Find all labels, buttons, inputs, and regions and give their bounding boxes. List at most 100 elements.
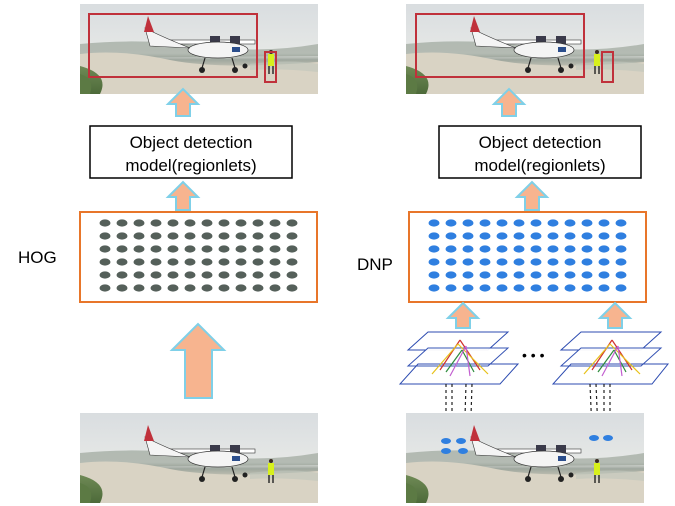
dnp-feature-dot: [530, 271, 542, 279]
dnp-feature-dot: [479, 258, 491, 266]
dnp-feature-dot: [445, 258, 457, 266]
dnp-feature-dot: [445, 232, 457, 240]
hog-feature-dot: [116, 219, 128, 227]
hog-feature-dot: [286, 245, 298, 253]
dnp-feature-dot: [564, 219, 576, 227]
dnp-feature-dot: [462, 232, 474, 240]
hog-feature-box: [79, 211, 318, 303]
hog-feature-dot: [167, 219, 179, 227]
right-input-image: [405, 412, 645, 504]
hog-feature-dot: [286, 219, 298, 227]
dnp-feature-dot: [445, 284, 457, 292]
hog-feature-dot: [269, 245, 281, 253]
hog-feature-dot: [133, 245, 145, 253]
hog-feature-dot: [252, 284, 264, 292]
dnp-feature-dots: [428, 219, 627, 292]
dnp-feature-dot: [462, 245, 474, 253]
hog-feature-dot: [116, 284, 128, 292]
hog-feature-dot: [201, 232, 213, 240]
right-arrow-to-output: [491, 87, 527, 117]
dnp-feature-dot: [598, 284, 610, 292]
hog-feature-dot: [150, 271, 162, 279]
hog-feature-dot: [150, 219, 162, 227]
hog-feature-dot: [218, 271, 230, 279]
dnp-feature-dot: [581, 271, 593, 279]
dnp-feature-dot: [530, 245, 542, 253]
dnp-feature-dot: [445, 271, 457, 279]
hog-feature-dot: [116, 232, 128, 240]
dnp-feature-dot: [598, 271, 610, 279]
hog-feature-dot: [252, 271, 264, 279]
left-arrow-to-model: [165, 180, 201, 211]
dnp-feature-dot: [496, 245, 508, 253]
left-output-image: [79, 3, 319, 95]
hog-feature-dot: [218, 258, 230, 266]
dnp-feature-dot: [615, 258, 627, 266]
dnp-feature-dot: [479, 219, 491, 227]
hog-feature-dot: [184, 258, 196, 266]
dnp-feature-dot: [513, 258, 525, 266]
dnp-feature-dot: [513, 232, 525, 240]
right-person-detection-box: [601, 51, 614, 83]
hog-feature-dot: [133, 284, 145, 292]
dnp-feature-dot: [479, 232, 491, 240]
left-model-box: Object detection model(regionlets): [89, 125, 293, 179]
hog-feature-dot: [269, 271, 281, 279]
dnp-feature-dot: [564, 232, 576, 240]
dnp-feature-dot: [564, 284, 576, 292]
dnp-label: DNP: [357, 255, 393, 274]
dnp-feature-dot: [615, 245, 627, 253]
hog-feature-dot: [133, 219, 145, 227]
input-region-blobs: [441, 435, 613, 454]
dnp-feature-dot: [462, 271, 474, 279]
dnp-feature-dot: [479, 245, 491, 253]
dnp-feature-dot: [513, 219, 525, 227]
hog-feature-dot: [150, 258, 162, 266]
dnp-feature-dot: [479, 284, 491, 292]
dnp-feature-dot: [496, 232, 508, 240]
dnp-feature-dot: [564, 258, 576, 266]
dnp-feature-dot: [496, 219, 508, 227]
right-arrow-pyramid-1: [445, 301, 481, 329]
dnp-feature-dot: [428, 245, 440, 253]
right-plane-detection-box: [415, 13, 585, 78]
dnp-feature-dot: [462, 258, 474, 266]
dnp-feature-dot: [445, 245, 457, 253]
hog-feature-dot: [116, 271, 128, 279]
hog-feature-dot: [184, 232, 196, 240]
dnp-feature-dot: [530, 232, 542, 240]
hog-feature-dot: [184, 245, 196, 253]
dnp-feature-dot: [479, 271, 491, 279]
dnp-layer-pyramid-1: [398, 331, 520, 449]
hog-feature-dot: [286, 232, 298, 240]
dnp-feature-dot: [581, 219, 593, 227]
dnp-feature-dot: [428, 284, 440, 292]
hog-feature-dot: [252, 258, 264, 266]
hog-feature-dot: [218, 245, 230, 253]
hog-feature-dot: [150, 245, 162, 253]
right-model-line2: model(regionlets): [474, 156, 605, 175]
left-model-line1: Object detection: [130, 133, 253, 152]
hog-label: HOG: [18, 248, 57, 267]
hog-feature-dot: [184, 219, 196, 227]
dnp-feature-dot: [615, 271, 627, 279]
dnp-feature-dot: [530, 219, 542, 227]
hog-feature-dot: [252, 245, 264, 253]
dnp-feature-dot: [615, 232, 627, 240]
dnp-feature-dot: [462, 284, 474, 292]
hog-feature-dot: [235, 245, 247, 253]
left-person-detection-box: [264, 51, 277, 83]
dnp-feature-dot: [445, 219, 457, 227]
dnp-feature-dot: [564, 245, 576, 253]
hog-feature-dot: [286, 258, 298, 266]
right-output-image: [405, 3, 645, 95]
hog-feature-dot: [99, 271, 111, 279]
dnp-feature-dot: [581, 245, 593, 253]
hog-feature-dot: [252, 219, 264, 227]
dnp-feature-dot: [581, 232, 593, 240]
hog-feature-dot: [218, 284, 230, 292]
dnp-feature-dot: [513, 284, 525, 292]
dnp-feature-dot: [598, 219, 610, 227]
left-plane-detection-box: [88, 13, 258, 78]
